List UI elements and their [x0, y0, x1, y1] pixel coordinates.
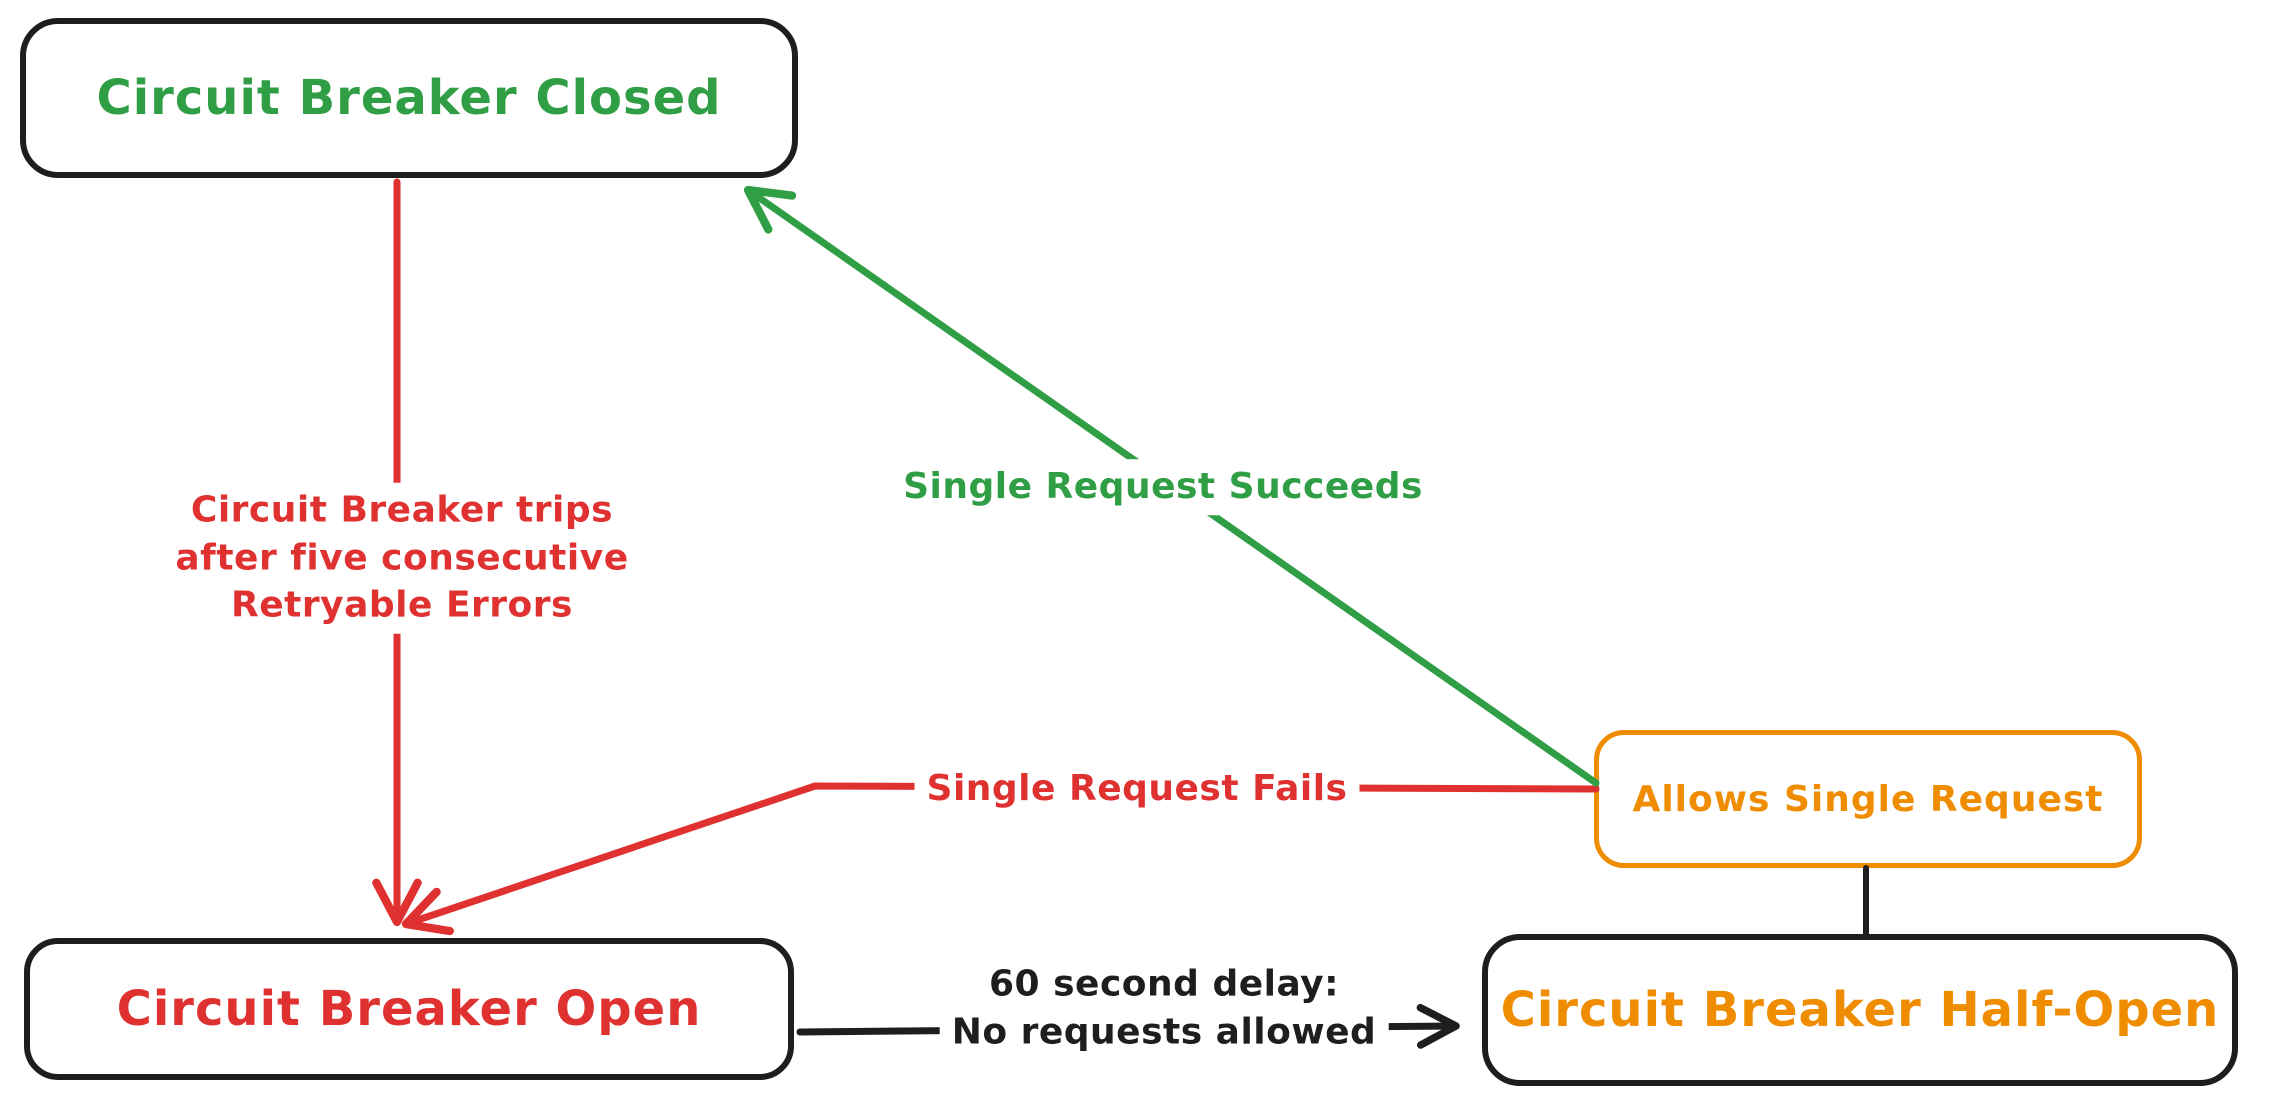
edge-label-trips-line1: Circuit Breaker trips	[190, 489, 614, 531]
edge-label-fails: Single Request Fails	[914, 761, 1360, 817]
edge-label-delay: 60 second delay: No requests allowed	[939, 956, 1389, 1060]
node-allows-single-request: Allows Single Request	[1594, 730, 2142, 868]
node-circuit-breaker-open-label: Circuit Breaker Open	[116, 981, 702, 1037]
node-allows-single-request-label: Allows Single Request	[1632, 778, 2104, 820]
edge-label-succeeds: Single Request Succeeds	[891, 459, 1435, 515]
edge-label-delay-line1: 60 second delay:	[988, 963, 1340, 1005]
edge-label-delay-line2: No requests allowed	[951, 1011, 1377, 1052]
node-circuit-breaker-half-open: Circuit Breaker Half-Open	[1482, 934, 2238, 1086]
node-circuit-breaker-open: Circuit Breaker Open	[24, 938, 794, 1080]
node-circuit-breaker-half-open-label: Circuit Breaker Half-Open	[1500, 982, 2220, 1038]
node-circuit-breaker-closed: Circuit Breaker Closed	[20, 18, 798, 178]
edge-label-trips-line2: after five consecutive	[175, 537, 629, 579]
node-circuit-breaker-closed-label: Circuit Breaker Closed	[96, 70, 722, 126]
edge-label-trips: Circuit Breaker trips after five consecu…	[163, 482, 641, 634]
edge-label-trips-line3: Retryable Errors	[231, 584, 573, 626]
